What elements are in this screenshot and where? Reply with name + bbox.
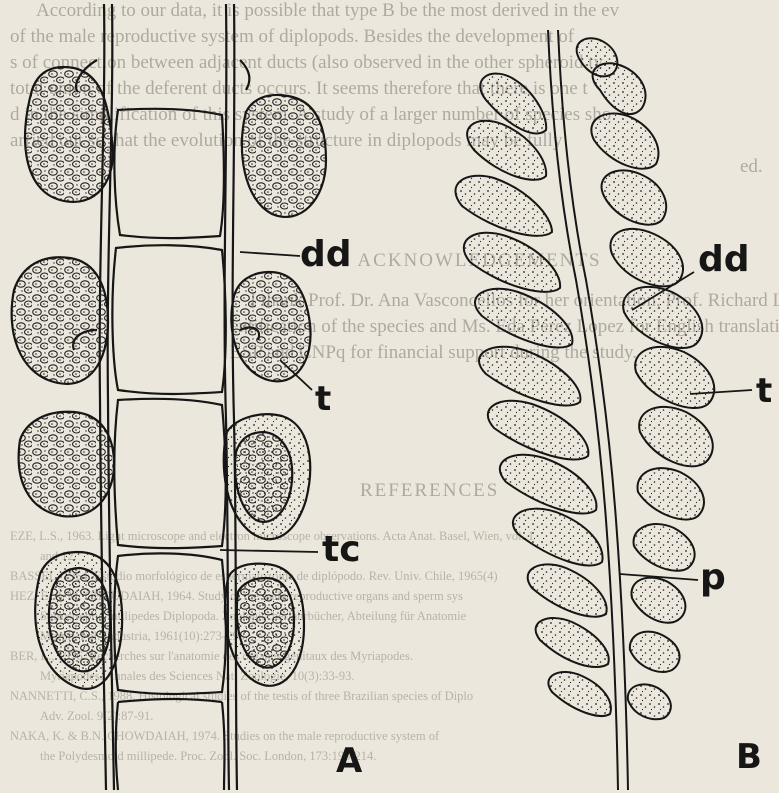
label-t-panel-a: t bbox=[315, 382, 331, 416]
testis-lobe bbox=[19, 412, 114, 517]
testis-lobe bbox=[25, 67, 113, 202]
lobe bbox=[528, 564, 607, 616]
testis-lobe bbox=[242, 95, 326, 217]
segment-box-2 bbox=[112, 245, 225, 394]
lobe bbox=[475, 289, 572, 348]
panel-b-lobes bbox=[455, 38, 714, 719]
testis-lobe bbox=[231, 272, 310, 381]
lobe bbox=[634, 524, 695, 571]
lobe bbox=[488, 401, 589, 460]
label-p-panel-b: p bbox=[700, 560, 726, 596]
segment-box-4 bbox=[114, 553, 226, 694]
label-tc-panel-a: tc bbox=[322, 532, 361, 568]
lobe bbox=[500, 455, 597, 514]
lobe bbox=[591, 113, 658, 168]
lobe bbox=[638, 468, 704, 519]
lobe bbox=[577, 38, 618, 76]
dd-leader-line bbox=[240, 252, 300, 256]
lobe bbox=[630, 632, 680, 672]
segment-box-1 bbox=[114, 109, 224, 238]
lobe bbox=[464, 233, 560, 292]
testis-lobe bbox=[12, 257, 108, 384]
lobe bbox=[548, 672, 610, 716]
panel-a-testes bbox=[12, 67, 326, 689]
label-dd-panel-a: dd bbox=[300, 237, 352, 273]
segment-box-5 bbox=[116, 699, 225, 790]
lobe bbox=[455, 176, 552, 236]
lobe bbox=[536, 618, 609, 667]
right-deferent-duct-inner bbox=[233, 4, 237, 790]
lobe bbox=[479, 347, 580, 406]
panel-b-label: B bbox=[736, 740, 762, 774]
lobe bbox=[602, 170, 667, 224]
label-dd-panel-b: dd bbox=[698, 242, 750, 278]
lobe bbox=[635, 347, 714, 408]
segment-box-3 bbox=[114, 399, 226, 548]
lobe bbox=[623, 287, 702, 348]
panel-a-label: A bbox=[336, 744, 362, 778]
lobe bbox=[628, 684, 671, 719]
testis-lobe-inner bbox=[49, 568, 110, 671]
lobe bbox=[610, 229, 683, 286]
label-t-panel-b: t bbox=[756, 374, 772, 408]
lobe bbox=[631, 578, 685, 623]
lobe bbox=[639, 407, 713, 466]
lobe bbox=[513, 509, 603, 566]
